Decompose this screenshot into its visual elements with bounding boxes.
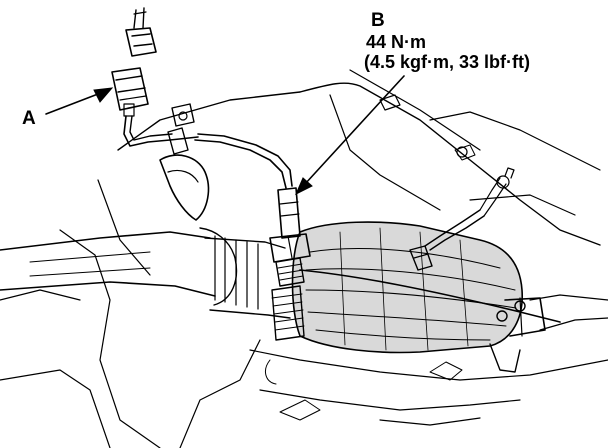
sensor-connector — [111, 7, 210, 221]
secondary-sensor — [409, 167, 515, 271]
callout-b-label: B — [371, 10, 385, 31]
leader-lines — [45, 75, 405, 196]
primary-oxygen-sensor — [194, 133, 311, 341]
underbody-outline — [0, 69, 608, 448]
torque-spec-alt-units: (4.5 kgf·m, 33 lbf·ft) — [364, 52, 531, 72]
callout-a-label: A — [22, 108, 36, 129]
front-pipe — [0, 227, 291, 319]
torque-spec-nm: 44 N·m — [366, 32, 427, 52]
catalytic-converter — [291, 221, 561, 373]
